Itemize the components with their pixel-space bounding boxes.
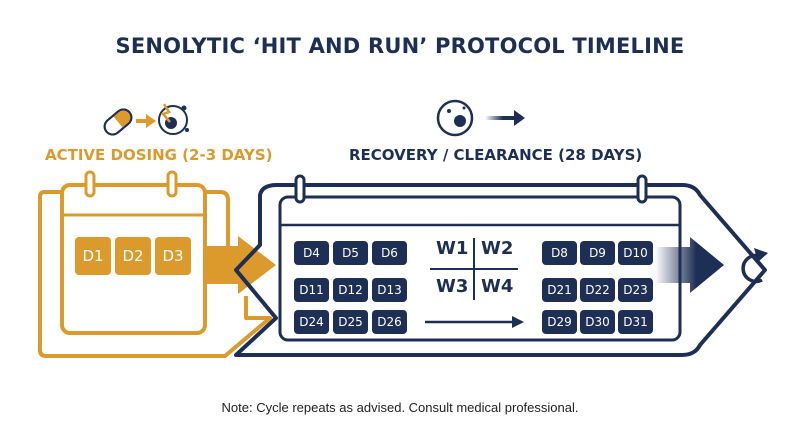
day-tile-navy: D31 — [618, 310, 653, 334]
day-tile-gold: D3 — [155, 237, 191, 275]
week-label: W3 — [436, 276, 469, 297]
day-tile-navy: D25 — [333, 310, 368, 334]
day-tile-navy: D29 — [542, 310, 577, 334]
day-tile-navy: D23 — [618, 278, 653, 302]
recovery-calendar — [234, 174, 767, 357]
day-tile-navy: D6 — [372, 241, 407, 265]
pill-to-cell-icon — [103, 103, 189, 136]
day-tile-navy: D8 — [542, 241, 577, 265]
day-tile-navy: D5 — [333, 241, 368, 265]
week-label: W4 — [481, 276, 514, 297]
day-tile-navy: D22 — [580, 278, 615, 302]
day-tile-navy: D11 — [294, 278, 329, 302]
cycle-repeat-icon — [741, 248, 768, 284]
diagram-title: SENOLYTIC ‘HIT AND RUN’ PROTOCOL TIMELIN… — [115, 34, 685, 58]
active-dosing-label: ACTIVE DOSING (2-3 DAYS) — [45, 146, 273, 164]
footer-note: Note: Cycle repeats as advised. Consult … — [221, 400, 579, 415]
cell-clearance-icon — [436, 99, 525, 137]
day-tile-navy: D24 — [294, 310, 329, 334]
day-tile-navy: D13 — [372, 278, 407, 302]
day-tile-navy: D21 — [542, 278, 577, 302]
day-tile-navy: D10 — [618, 241, 653, 265]
day-tile-gold: D1 — [75, 237, 111, 275]
day-tile-navy: D9 — [580, 241, 615, 265]
day-tile-navy: D4 — [294, 241, 329, 265]
day-tile-navy: D26 — [372, 310, 407, 334]
week-label: W1 — [436, 238, 469, 259]
day-tile-gold: D2 — [115, 237, 151, 275]
recovery-label: RECOVERY / CLEARANCE (28 DAYS) — [349, 146, 643, 164]
day-tile-navy: D12 — [333, 278, 368, 302]
day-tile-navy: D30 — [580, 310, 615, 334]
week-label: W2 — [481, 238, 514, 259]
